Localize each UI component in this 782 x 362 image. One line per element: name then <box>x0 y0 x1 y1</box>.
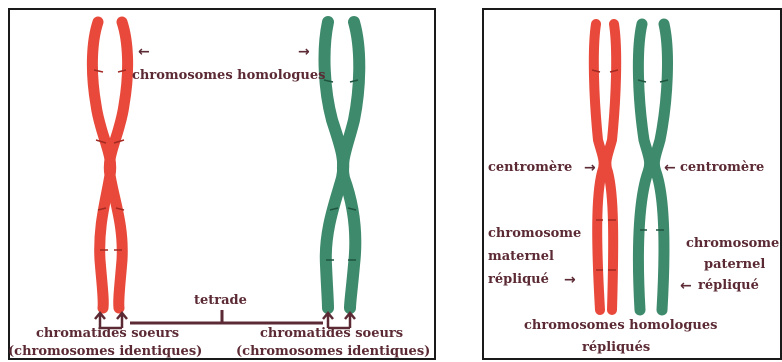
paternal-label-line2: paternel <box>704 257 765 273</box>
sister-chromatids-left: chromatides soeurs <box>36 326 179 342</box>
tetrad-label: tetrade <box>194 293 247 309</box>
homologous-replicated-line2: répliqués <box>582 340 650 356</box>
sister-chromatids-right: chromatides soeurs <box>260 326 403 342</box>
centromere-right-label: centromère <box>680 160 764 176</box>
maternal-chromatid-2 <box>109 22 127 308</box>
left-panel: ← → chromosomes homologues tetrade chrom… <box>8 8 436 360</box>
identical-chromosomes-right: (chromosomes identiques) <box>236 344 430 360</box>
arrow-left-icon: ← <box>680 278 692 294</box>
tetrad-bracket <box>130 310 323 323</box>
maternal-chromosome <box>92 22 127 308</box>
paternal-chromosome <box>324 22 359 308</box>
paternal-chromatid-2 <box>343 22 359 308</box>
homologous-label: chromosomes homologues <box>132 68 325 84</box>
paternal-label-line1: chromosome <box>686 236 779 252</box>
arrow-right-icon: → <box>584 160 596 176</box>
identical-chromosomes-left: (chromosomes identiques) <box>8 344 202 360</box>
homologous-replicated-line1: chromosomes homologues <box>524 318 717 334</box>
arrow-left-icon: ← <box>138 44 150 60</box>
maternal-label-line2: maternel <box>488 249 554 265</box>
paternal-label-line3: répliqué <box>698 278 759 294</box>
maternal-label-line3: répliqué <box>488 272 549 288</box>
maternal-label-line1: chromosome <box>488 226 581 242</box>
centromere-left-label: centromère <box>488 160 572 176</box>
right-panel: centromère → ← centromère chromosome mat… <box>482 8 782 360</box>
arrow-right-icon: → <box>564 272 576 288</box>
arrow-left-icon: ← <box>664 160 676 176</box>
right-diagram <box>484 10 782 362</box>
arrow-right-icon: → <box>298 44 310 60</box>
left-diagram <box>10 10 438 362</box>
